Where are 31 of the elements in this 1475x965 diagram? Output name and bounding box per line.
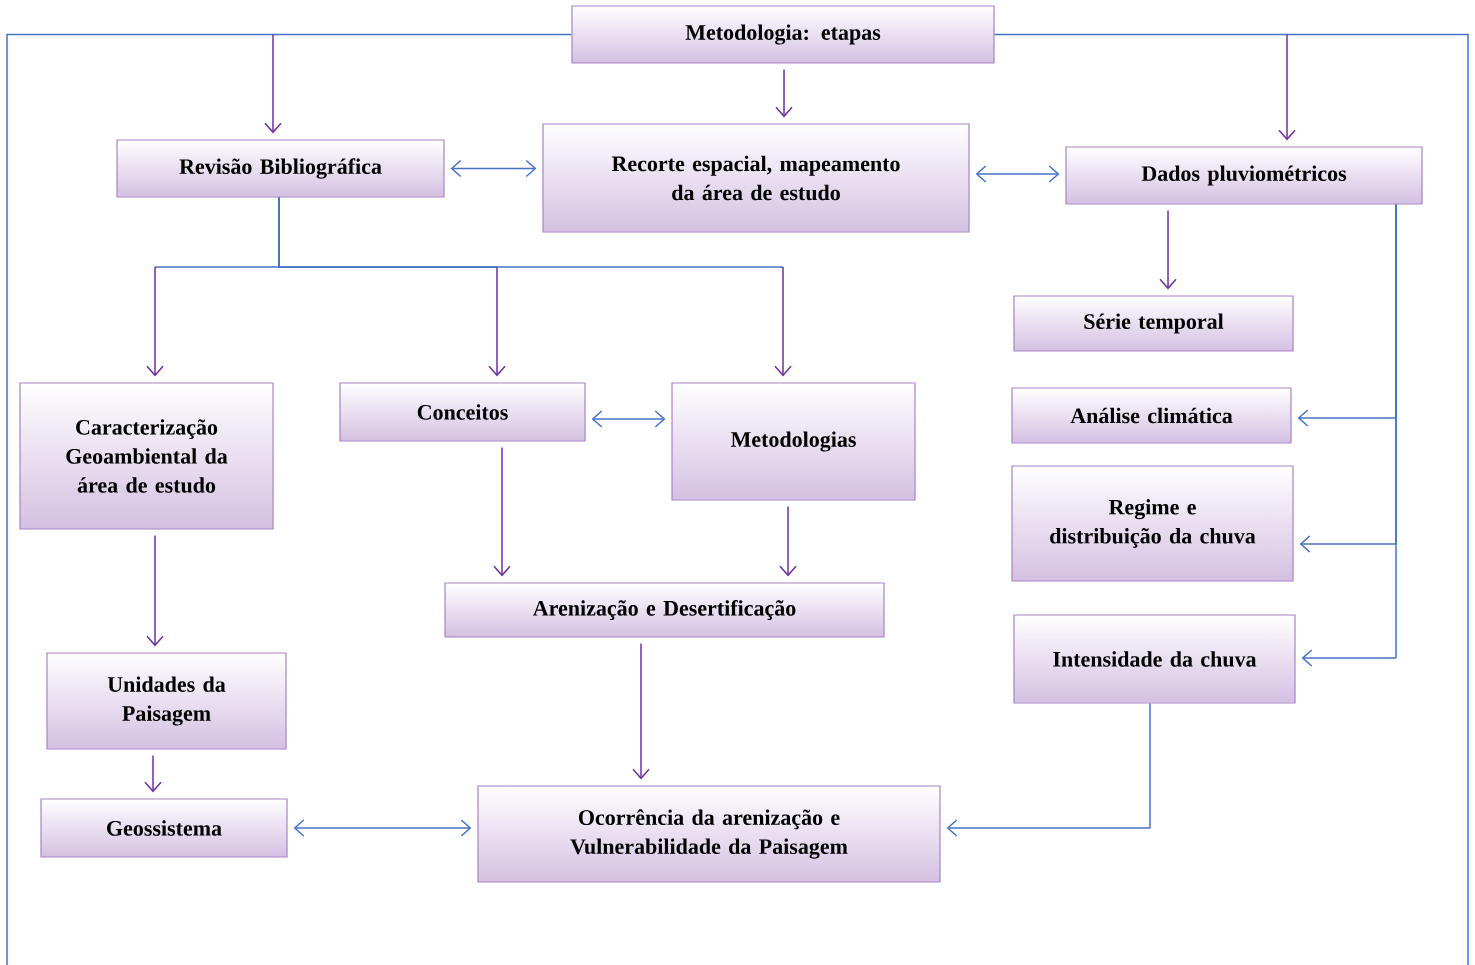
process-box: Intensidade da chuva (1013, 614, 1296, 704)
process-box: Metodologia: etapas (571, 5, 995, 64)
arrow (144, 754, 162, 793)
process-box: Revisão Bibliográfica (116, 139, 445, 198)
process-box: Dados pluviométricos (1065, 146, 1423, 205)
process-box: Metodologias (671, 382, 916, 501)
process-box: Caracterização Geoambiental da área de estudo (19, 382, 274, 530)
arrow (450, 159, 537, 178)
arrow (779, 505, 797, 577)
arrow (632, 642, 650, 780)
arrow (1159, 209, 1177, 290)
arrow (278, 196, 792, 377)
process-box: Análise climática (1011, 387, 1292, 444)
arrow (264, 33, 573, 134)
arrow (293, 819, 472, 837)
process-box: Recorte espacial, mapeamento da área de estudo (542, 123, 970, 233)
arrow (1301, 203, 1397, 667)
process-box: Geossistema (40, 798, 288, 858)
arrow (975, 165, 1060, 183)
arrow (591, 410, 666, 428)
arrow (775, 68, 793, 118)
arrow (146, 534, 164, 647)
process-box: Arenização e Desertificação (444, 582, 885, 638)
process-box: Série temporal (1013, 295, 1294, 352)
process-box: Conceitos (339, 382, 586, 442)
arrow (493, 446, 511, 577)
arrow (946, 702, 1151, 837)
process-box: Regime e distribuição da chuva (1011, 465, 1294, 582)
arrow (993, 33, 1296, 141)
process-box: Unidades da Paisagem (46, 652, 287, 750)
process-box: Ocorrência da arenização e Vulnerabilidade da Paisagem (477, 785, 941, 883)
